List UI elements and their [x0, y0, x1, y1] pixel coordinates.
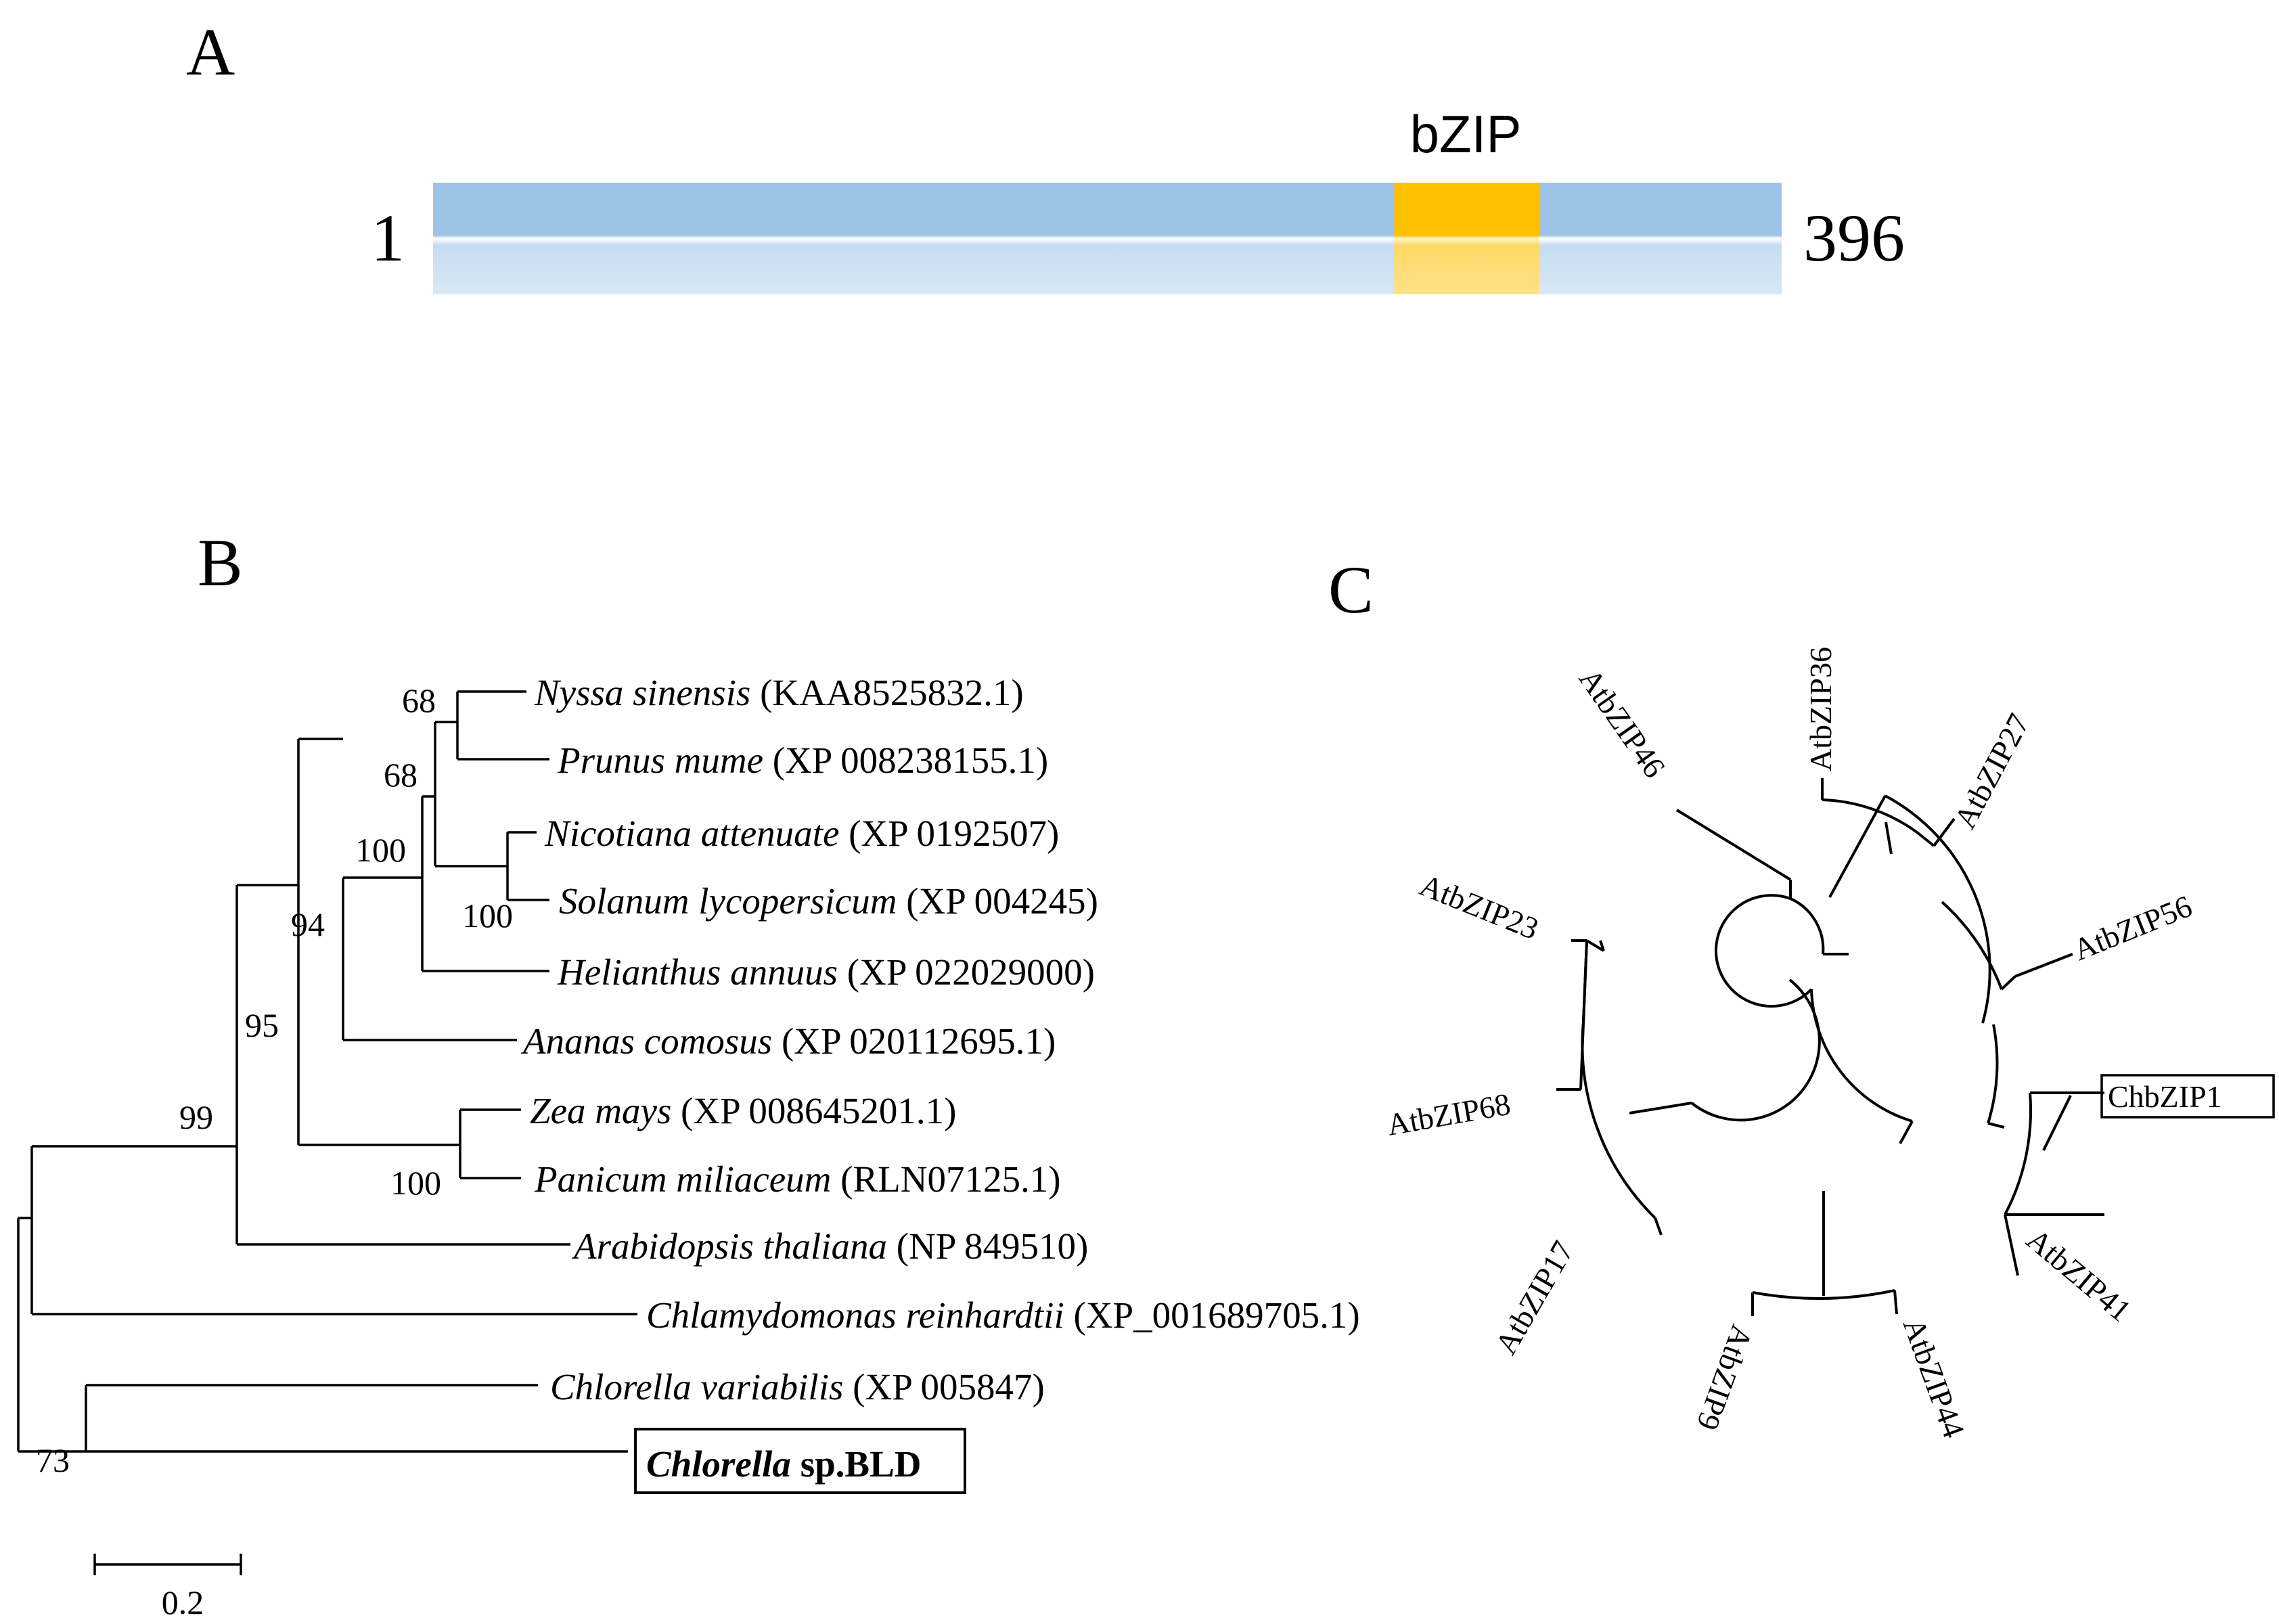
panel-c: C — [1328, 552, 2275, 1442]
panel-b-label: B — [198, 525, 243, 600]
bootstrap-value: 100 — [355, 831, 406, 869]
scale-bar: 0.2 — [93, 1554, 242, 1621]
panel-a-label: A — [186, 14, 235, 89]
leaf-label: AtbZIP17 — [1488, 1235, 1580, 1360]
taxon-label: Nicotiana attenuate (XP 0192507) — [544, 813, 1059, 854]
taxon-label: Ananas comosus (XP 020112695.1) — [520, 1020, 1056, 1062]
bootstrap-value: 99 — [179, 1098, 213, 1136]
leaf-labels: AtbZIP36 AtbZIP27 AtbZIP56 ChbZIP1 AtbZI… — [1384, 647, 2275, 1442]
taxon-label: Chlamydomonas reinhardtii (XP_001689705.… — [646, 1294, 1360, 1336]
bootstrap-value: 68 — [384, 756, 418, 794]
panel-a: A bZIP 1 396 — [186, 14, 1905, 294]
taxon-label: Panicum miliaceum (RLN07125.1) — [534, 1158, 1061, 1200]
bootstrap-value: 68 — [402, 681, 436, 719]
highlight-leaf-box — [2100, 1074, 2275, 1119]
protein-end-label: 396 — [1803, 200, 1905, 275]
leaf-label: AtbZIP36 — [1803, 647, 1838, 771]
taxon-label: Arabidopsis thaliana (NP 849510) — [571, 1225, 1088, 1267]
taxon-label: Chlorella variabilis (XP 005847) — [550, 1366, 1045, 1407]
leaf-label: AtbZIP27 — [1947, 708, 2036, 834]
bootstrap-value: 94 — [291, 905, 325, 943]
taxon-label: Nyssa sinensis (KAA8525832.1) — [534, 672, 1024, 713]
bootstrap-value: 73 — [36, 1441, 70, 1479]
bootstrap-value: 95 — [245, 1006, 279, 1044]
panel-c-label: C — [1328, 552, 1374, 627]
leaf-label: AtbZIP9 — [1690, 1321, 1760, 1435]
leaf-label: AtbZIP44 — [1897, 1313, 1972, 1442]
circular-tree-branches — [1556, 778, 2104, 1316]
leaf-label: AtbZIP41 — [2021, 1222, 2138, 1328]
protein-bar — [433, 183, 1782, 294]
leaf-label: AtbZIP23 — [1415, 867, 1543, 946]
bootstrap-value: 100 — [462, 897, 513, 934]
leaf-label: AtbZIP56 — [2069, 888, 2197, 967]
bzip-domain — [1393, 183, 1539, 294]
highlight-leaf-label: ChbZIP1 — [2108, 1079, 2222, 1114]
bootstrap-value: 100 — [390, 1164, 441, 1202]
leaf-label: AtbZIP68 — [1384, 1087, 1513, 1142]
protein-start-label: 1 — [371, 200, 405, 275]
taxon-label: Prunus mume (XP 008238155.1) — [557, 740, 1048, 781]
tree-branches — [17, 690, 637, 1453]
panel-b: B — [17, 525, 1360, 1621]
scale-bar-label: 0.2 — [162, 1583, 204, 1621]
taxon-label: Solanum lycopersicum (XP 004245) — [559, 880, 1098, 922]
taxon-labels: Nyssa sinensis (KAA8525832.1) Prunus mum… — [520, 672, 1360, 1494]
taxon-label: Helianthus annuus (XP 022029000) — [557, 951, 1095, 993]
domain-label: bZIP — [1410, 104, 1522, 164]
taxon-label: Zea mays (XP 008645201.1) — [530, 1090, 956, 1131]
bootstrap-values: 68 68 100 100 94 95 99 100 73 — [36, 681, 513, 1479]
highlight-taxon-box — [634, 1428, 966, 1494]
leaf-label: AtbZIP46 — [1573, 662, 1672, 784]
highlight-taxon-label: Chlorella sp.BLD — [646, 1443, 922, 1485]
